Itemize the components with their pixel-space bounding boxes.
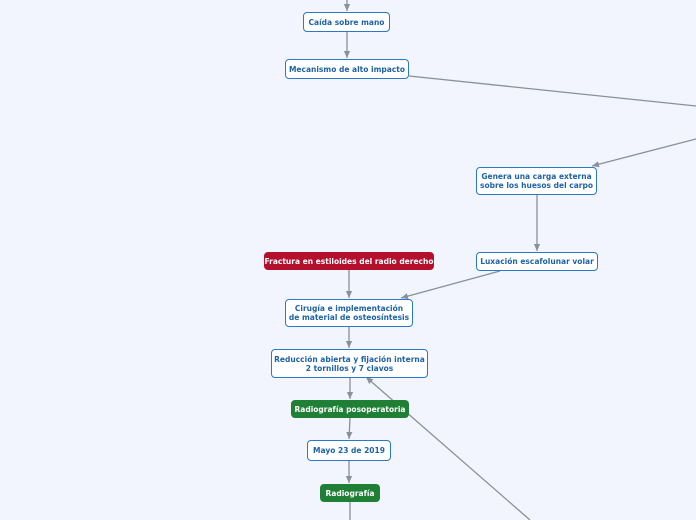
node-radiografia[interactable]: Radiografía [320,484,380,502]
node-label-line-2: 2 tornillos y 7 clavos [305,363,394,373]
node-fecha-mayo-23-2019[interactable]: Mayo 23 de 2019 [307,440,391,461]
node-fractura-estiloides[interactable]: Fractura en estiloides del radio derecho [264,252,434,270]
node-luxacion-escafolunar[interactable]: Luxación escafolunar volar [476,252,598,271]
node-reduccion-abierta[interactable]: Reducción abierta y fijación interna 2 t… [271,349,428,378]
node-label-line-2: sobre los huesos del carpo [479,181,593,190]
node-label: Mecanismo de alto impacto [288,64,406,74]
node-mecanismo-alto-impacto[interactable]: Mecanismo de alto impacto [285,59,409,79]
node-label: Mayo 23 de 2019 [313,446,385,455]
node-label: Luxación escafolunar volar [480,257,594,266]
node-label: Caída sobre mano [308,17,385,27]
connector-luxacion-to-cirugia [400,270,501,300]
node-radiografia-posoperatoria[interactable]: Radiografía posoperatoria [291,400,409,418]
node-caida-sobre-mano[interactable]: Caída sobre mano [303,12,390,32]
connector-rxposop-to-fecha [346,417,353,440]
node-label: Fractura en estiloides del radio derecho [264,256,434,266]
node-label-line-2: de material de osteosíntesis [288,313,410,322]
node-genera-carga-externa[interactable]: Genera una carga externa sobre los hueso… [476,167,597,195]
connector-mecanismo-offscreen [408,75,696,107]
node-label: Radiografía posoperatoria [294,404,406,414]
node-cirugia-osteosintesis[interactable]: Cirugía e implementación de material de … [285,299,413,327]
node-label: Radiografía [325,488,375,498]
connector-offscreen-to-carga [591,138,696,168]
node-label-line-1: Cirugía e implementación [294,304,404,313]
node-label-line-1: Genera una carga externa [481,172,592,181]
node-label-line-1: Reducción abierta y fijación interna [274,354,425,364]
